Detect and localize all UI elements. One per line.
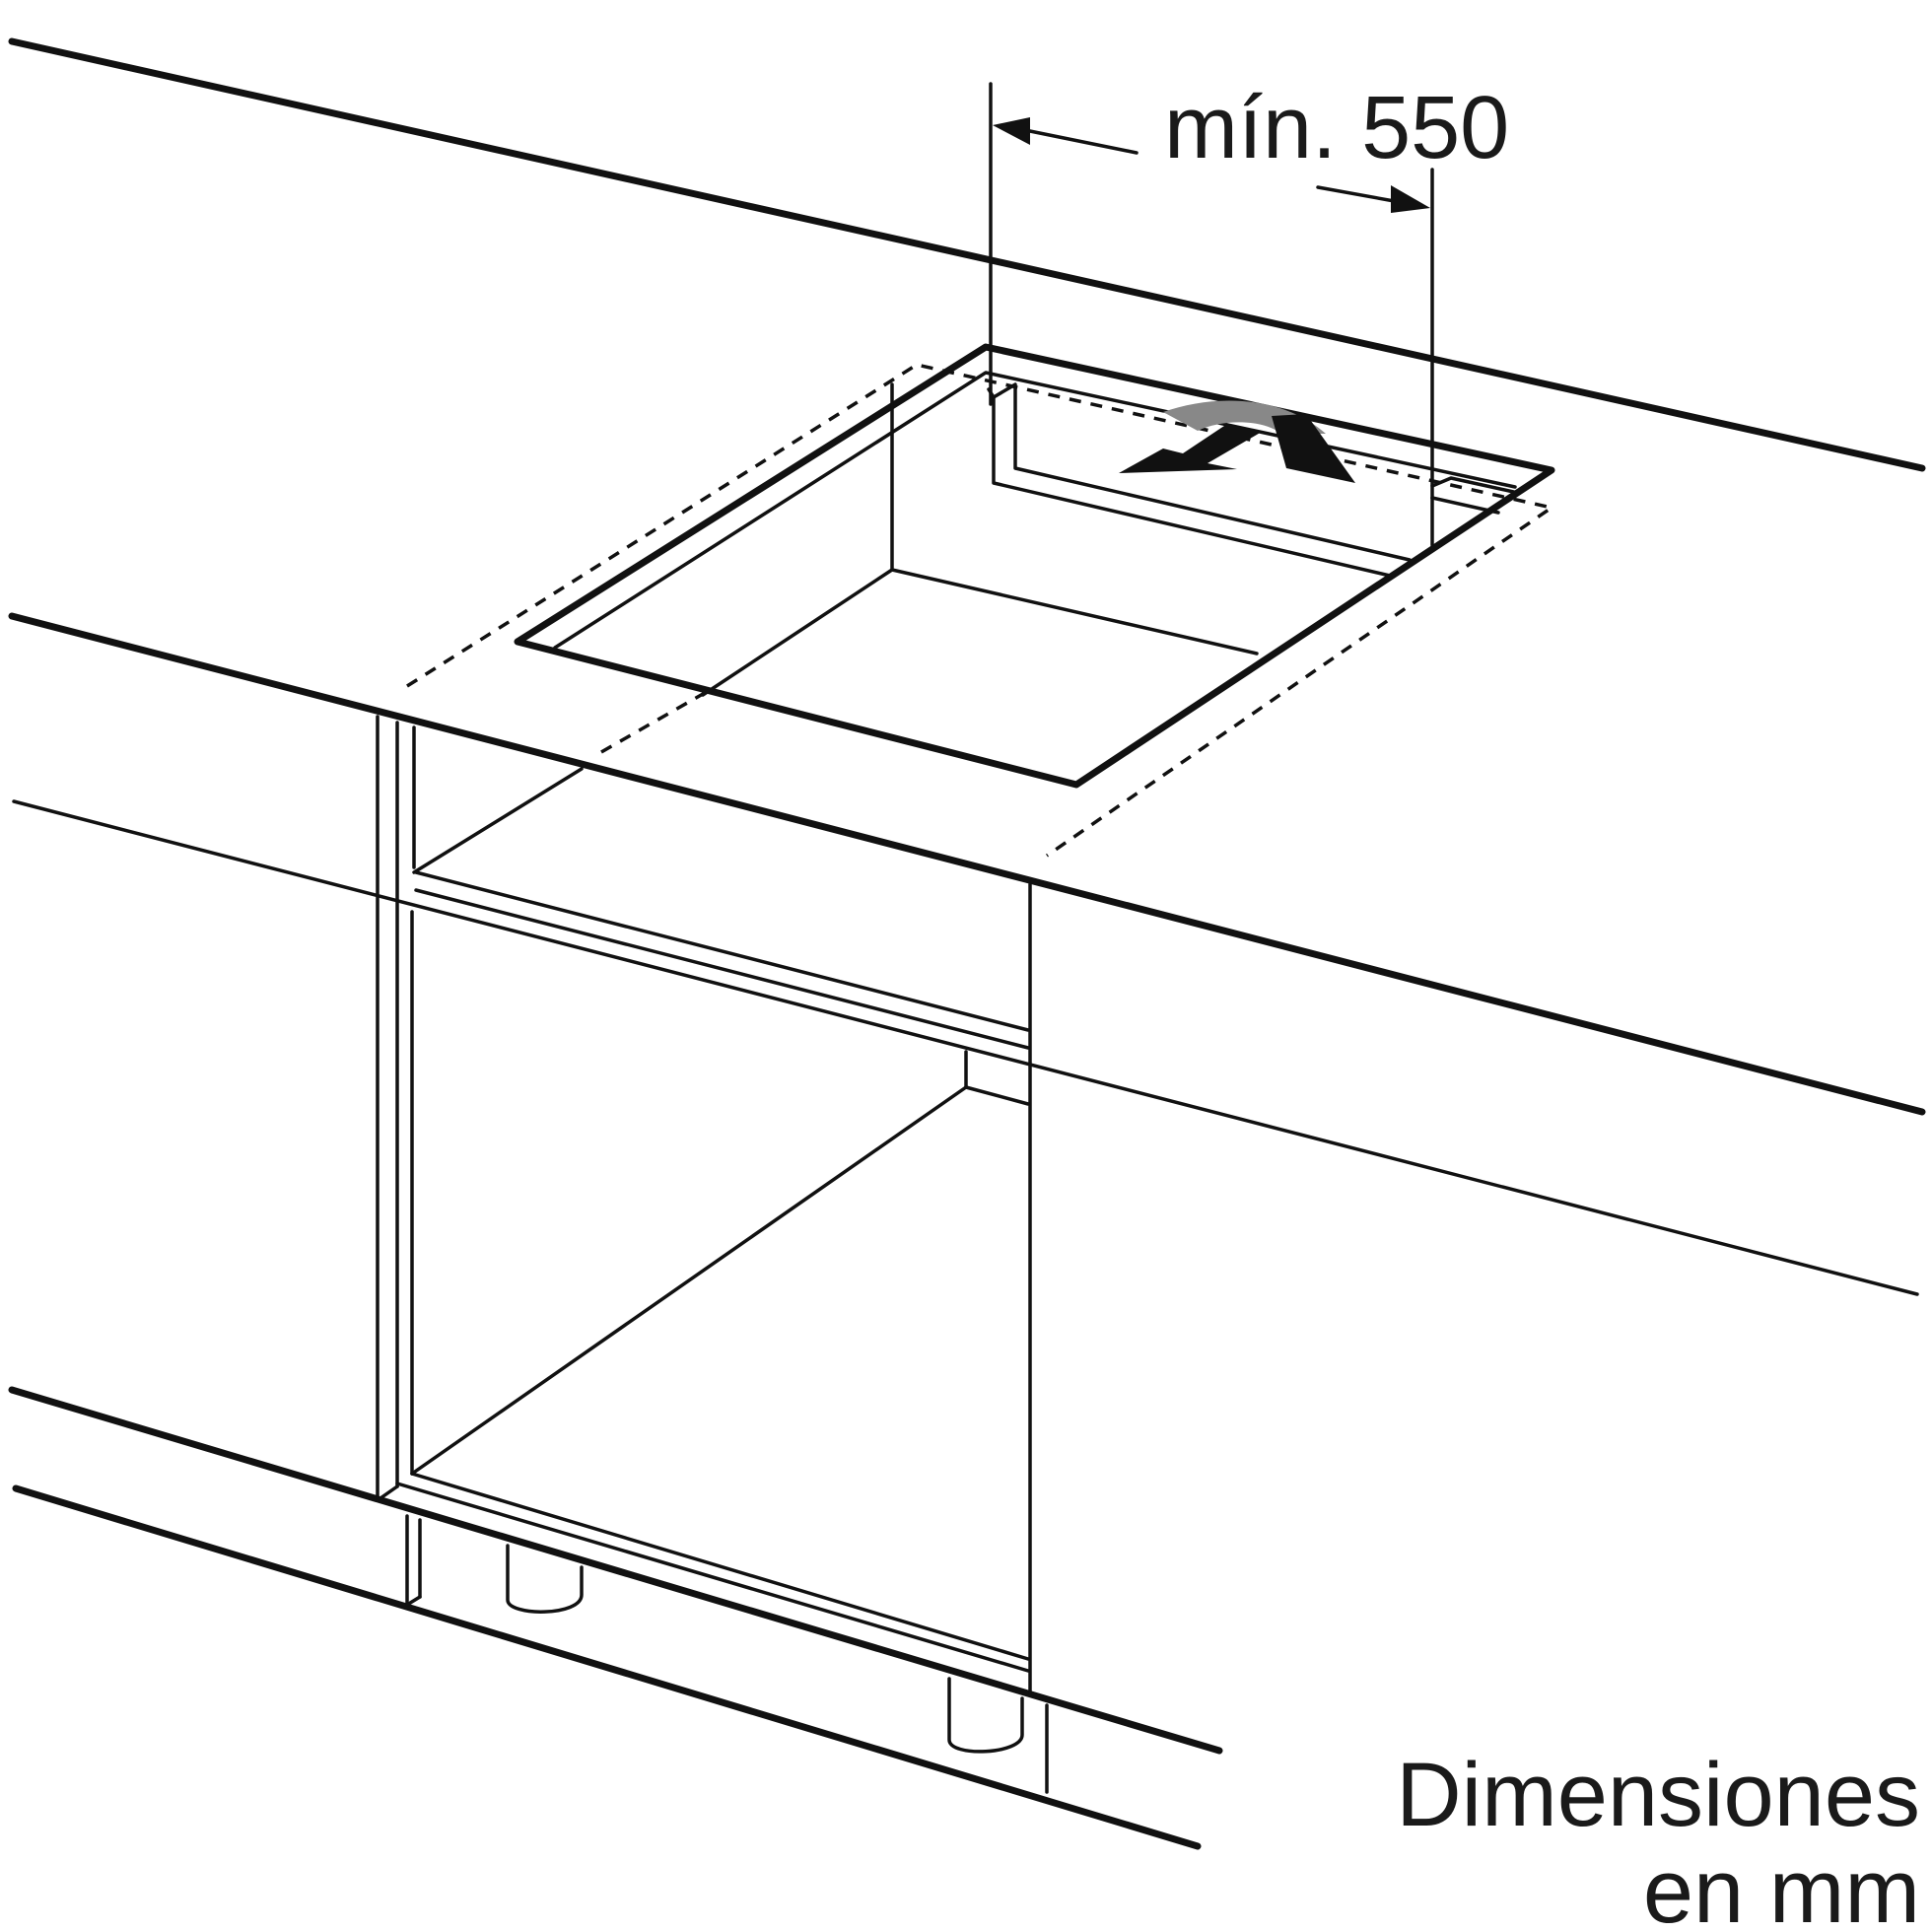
black-arrow-left-icon [1119,424,1262,473]
base-cabinet [376,715,1049,1794]
dimension-value: 550 [1361,79,1509,177]
units-note-line1: Dimensiones [1396,1745,1920,1845]
dimension-lines [989,82,1434,500]
black-arrow-down-icon [1272,414,1355,483]
dimension-label: mín. 550 [1164,79,1509,177]
arrow-right-icon [1391,185,1430,213]
airflow-arrows [1119,400,1355,483]
wall-lines [8,37,1926,1850]
arrow-left-icon [993,117,1030,145]
dimension-prefix: mín. [1164,79,1337,177]
units-note-line2: en mm [1643,1841,1920,1932]
extractor-hood [406,343,1556,858]
